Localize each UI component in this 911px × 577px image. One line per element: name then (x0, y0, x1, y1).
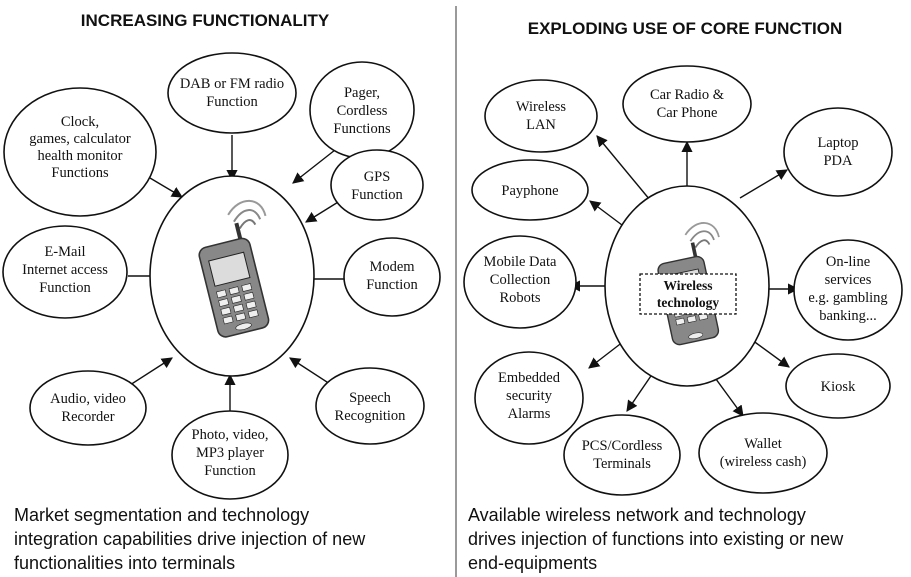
bubble-car-radio: Car Radio & Car Phone (622, 65, 752, 143)
svg-text:Modem: Modem (369, 259, 415, 275)
svg-text:Alarms: Alarms (508, 406, 551, 422)
svg-text:Function: Function (351, 187, 403, 203)
svg-text:LAN: LAN (526, 117, 556, 133)
mobile-phone-icon (198, 199, 270, 338)
bubble-pcs-cordless: PCS/Cordless Terminals (563, 414, 681, 496)
svg-text:Embedded: Embedded (498, 370, 561, 386)
svg-text:E-Mail: E-Mail (44, 244, 85, 260)
bubble-payphone: Payphone (471, 159, 589, 221)
svg-text:Wallet: Wallet (744, 436, 781, 452)
bubble-audio: Audio, video Recorder (29, 370, 147, 446)
bubble-wallet: Wallet (wireless cash) (698, 412, 828, 494)
svg-text:banking...: banking... (819, 308, 877, 324)
svg-text:Car Radio &: Car Radio & (650, 87, 725, 103)
svg-text:Photo, video,: Photo, video, (192, 427, 269, 443)
bubble-photo: Photo, video, MP3 player Function (171, 410, 289, 500)
left-heading: INCREASING FUNCTIONALITY (81, 11, 330, 30)
svg-text:Car Phone: Car Phone (657, 105, 718, 121)
bubble-modem: Modem Function (343, 237, 441, 317)
svg-text:Collection: Collection (490, 272, 551, 288)
svg-text:Available wireless network and: Available wireless network and technolog… (468, 505, 806, 525)
bubble-pager: Pager, Cordless Functions (309, 61, 415, 159)
svg-text:Recognition: Recognition (335, 408, 407, 424)
bubble-clock: Clock, games, calculator health monitor … (3, 87, 157, 217)
bubble-laptop: Laptop PDA (783, 107, 893, 197)
svg-text:Kiosk: Kiosk (821, 379, 856, 395)
svg-text:drives injection of functions: drives injection of functions into exist… (468, 529, 844, 549)
svg-text:Function: Function (204, 463, 256, 479)
svg-text:Functions: Functions (51, 165, 109, 181)
svg-text:Internet access: Internet access (22, 262, 108, 278)
svg-text:PDA: PDA (823, 153, 853, 169)
svg-text:technology: technology (657, 295, 719, 310)
svg-text:Function: Function (206, 94, 258, 110)
svg-text:Pager,: Pager, (344, 85, 380, 101)
svg-text:Function: Function (39, 280, 91, 296)
svg-text:Audio, video: Audio, video (50, 391, 126, 407)
svg-text:Payphone: Payphone (501, 183, 558, 199)
svg-text:Speech: Speech (349, 390, 392, 406)
svg-text:MP3 player: MP3 player (196, 445, 264, 461)
bubble-dab: DAB or FM radio Function (167, 52, 297, 134)
bubble-mobile-data: Mobile Data Collection Robots (463, 235, 577, 329)
right-heading: EXPLODING USE OF CORE FUNCTION (528, 19, 843, 38)
svg-text:Cordless: Cordless (337, 103, 388, 119)
svg-text:Function: Function (366, 277, 418, 293)
svg-text:health monitor: health monitor (38, 148, 123, 164)
svg-text:end-equipments: end-equipments (468, 553, 597, 573)
svg-text:PCS/Cordless: PCS/Cordless (582, 438, 663, 454)
svg-text:services: services (825, 272, 872, 288)
bubble-wireless-lan: Wireless LAN (484, 79, 598, 153)
svg-text:On-line: On-line (826, 254, 870, 270)
left-caption: Market segmentation and technology integ… (14, 505, 366, 573)
svg-text:Functions: Functions (333, 121, 391, 137)
svg-text:Wireless: Wireless (516, 99, 567, 115)
svg-text:Robots: Robots (499, 290, 540, 306)
svg-text:Laptop: Laptop (817, 135, 858, 151)
svg-text:security: security (506, 388, 553, 404)
svg-text:Recorder: Recorder (61, 409, 114, 425)
svg-text:e.g. gambling: e.g. gambling (808, 290, 887, 306)
svg-text:Clock,: Clock, (61, 114, 99, 130)
svg-text:(wireless cash): (wireless cash) (720, 454, 807, 470)
svg-text:GPS: GPS (364, 169, 391, 185)
bubble-speech: Speech Recognition (315, 367, 425, 445)
bubble-online-services: On-line services e.g. gambling banking..… (793, 239, 903, 341)
bubble-email: E-Mail Internet access Function (2, 225, 128, 319)
right-diagram: Wireless technology Wireless LAN Car Rad… (463, 65, 903, 496)
svg-text:DAB or FM radio: DAB or FM radio (180, 76, 284, 92)
svg-text:functionalities into terminals: functionalities into terminals (14, 553, 235, 573)
svg-text:Wireless: Wireless (664, 278, 713, 293)
svg-text:Terminals: Terminals (593, 456, 651, 472)
svg-text:games, calculator: games, calculator (29, 131, 131, 147)
right-caption: Available wireless network and technolog… (468, 505, 844, 573)
svg-text:Mobile Data: Mobile Data (484, 254, 557, 270)
bubble-gps: GPS Function (330, 149, 424, 221)
left-diagram: Clock, games, calculator health monitor … (2, 52, 441, 500)
svg-text:integration capabilities drive: integration capabilities drive injection… (14, 529, 366, 549)
bubble-embedded-security: Embedded security Alarms (474, 351, 584, 445)
bubble-kiosk: Kiosk (785, 353, 891, 419)
wireless-technology-label: Wireless technology (639, 273, 737, 315)
svg-text:Market segmentation and techno: Market segmentation and technology (14, 505, 309, 525)
